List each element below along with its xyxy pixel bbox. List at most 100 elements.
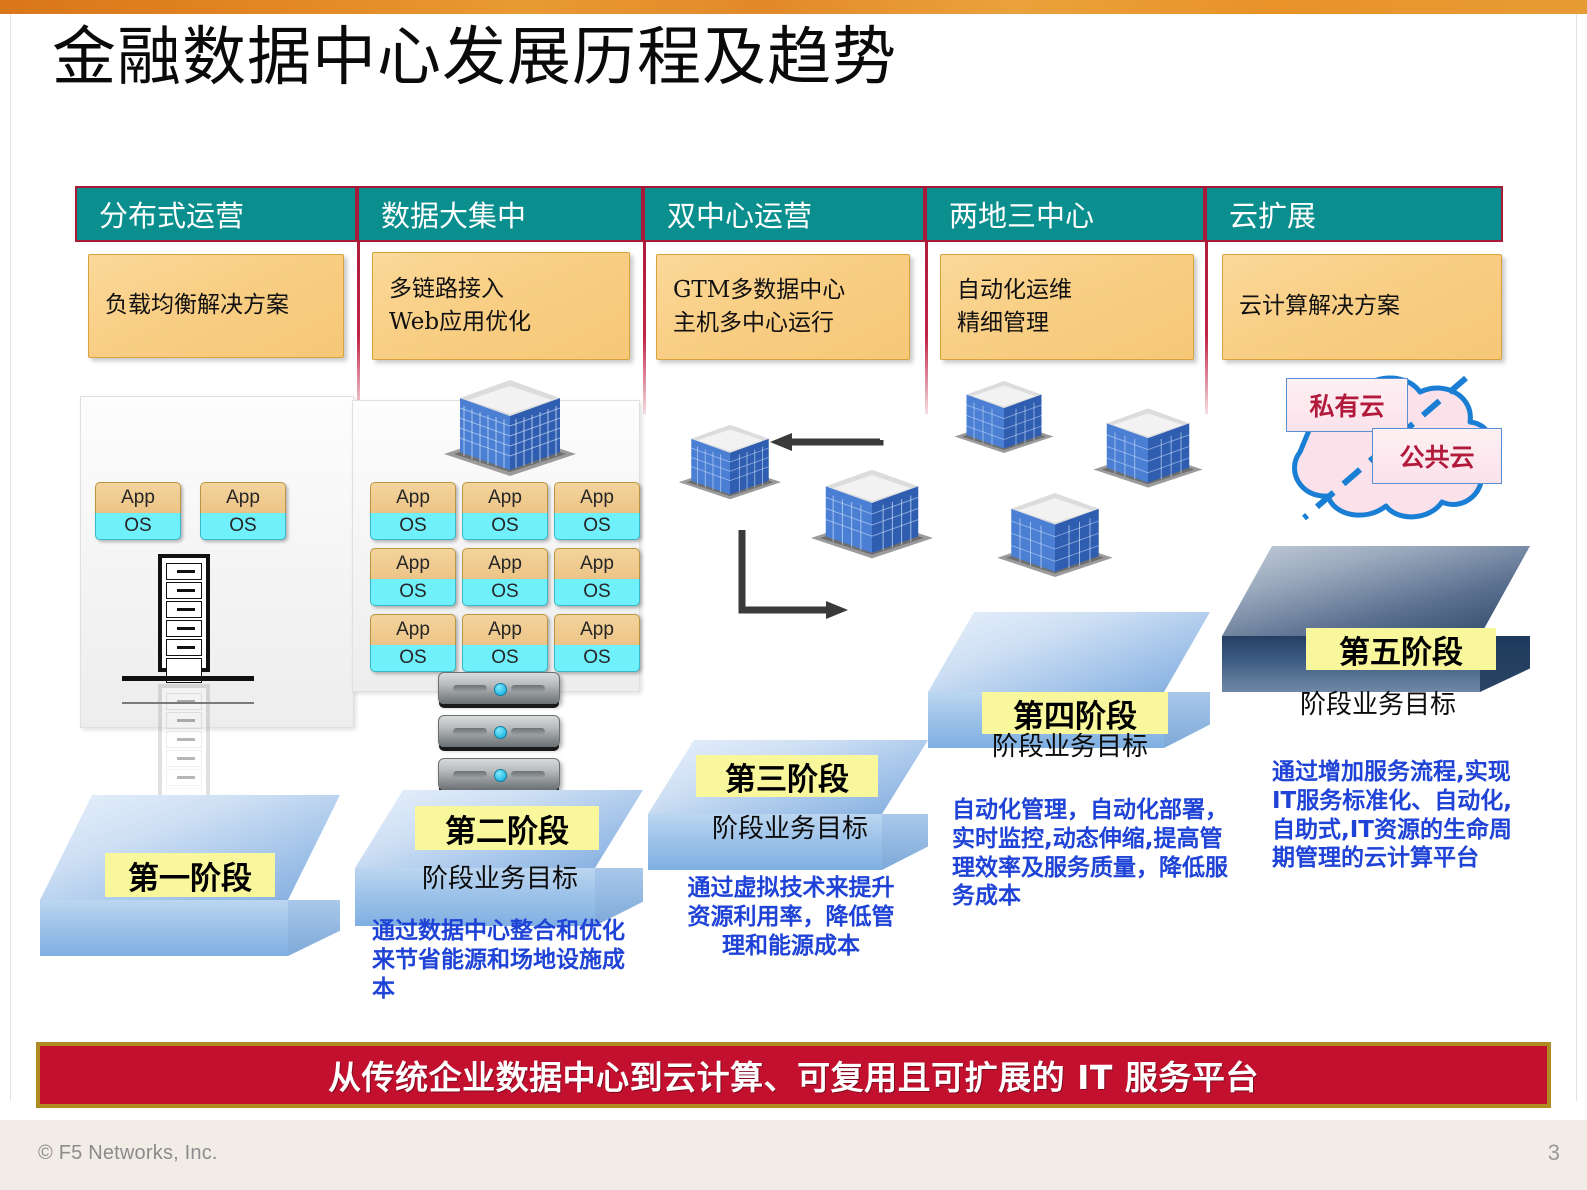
building-icon: [810, 469, 934, 559]
slide-right-border: [1576, 14, 1577, 1101]
vm-stack-c2-r3-2: App OS: [462, 614, 548, 672]
private-cloud-box: 私有云: [1286, 378, 1408, 432]
datacenter-building-c3-b: [798, 454, 946, 579]
vm-stack-c1-1: App OS: [95, 482, 181, 540]
vm-os-label: OS: [462, 579, 548, 606]
rack-slot: [166, 620, 202, 637]
rack-server-2: [438, 715, 560, 747]
vm-app-label: App: [462, 614, 548, 645]
rack-server-1: [438, 672, 560, 704]
rack-floor-line: [122, 676, 254, 681]
infra-panel-column-1: [80, 396, 354, 728]
stage-description-5: 通过增加服务流程,实现IT服务标准化、自动化,自助式,IT资源的生命周期管理的云…: [1272, 759, 1512, 872]
arrow-head-left-icon: [770, 433, 792, 451]
column-header-3-label: 双中心运营: [667, 199, 813, 233]
rack-slot: [166, 769, 202, 786]
vm-os-label: OS: [462, 513, 548, 540]
vm-stack-c2-r1-2: App OS: [462, 482, 548, 540]
stage-goal-5: 阶段业务目标: [1299, 690, 1456, 720]
rack-slot: [166, 731, 202, 748]
column-header-4-label: 两地三中心: [949, 199, 1095, 233]
solution-box-3: GTM多数据中心 主机多中心运行: [656, 254, 910, 360]
rack-slot: [166, 582, 202, 599]
rack-slot: [166, 712, 202, 729]
rack-slot: [166, 601, 202, 618]
vm-app-label: App: [200, 482, 286, 513]
vm-app-label: App: [95, 482, 181, 513]
rack-slot: [166, 750, 202, 767]
rack-slot: [166, 563, 202, 580]
vm-os-label: OS: [370, 645, 456, 672]
vm-app-label: App: [370, 548, 456, 579]
stage-platform-1: [40, 795, 340, 956]
stage-goal-4: 阶段业务目标: [991, 732, 1148, 762]
vm-app-label: App: [554, 614, 640, 645]
public-cloud-box: 公共云: [1372, 428, 1502, 484]
rack-slot: [166, 639, 202, 656]
vm-stack-c2-r2-2: App OS: [462, 548, 548, 606]
column-header-5: 云扩展: [1205, 186, 1503, 242]
vm-os-label: OS: [95, 513, 181, 540]
building-icon: [1093, 408, 1203, 488]
footer-page-number: 3: [1547, 1140, 1560, 1165]
stage-goal-2: 阶段业务目标: [421, 864, 578, 894]
building-icon: [678, 424, 782, 500]
column-header-2-label: 数据大集中: [381, 199, 527, 233]
column-header-5-label: 云扩展: [1229, 199, 1317, 233]
slide-left-border: [10, 14, 11, 1101]
column-divider-2: [643, 242, 646, 414]
arrow-head-right-icon: [826, 601, 848, 619]
column-header-1-label: 分布式运营: [99, 199, 245, 233]
solution-box-1: 负载均衡解决方案: [88, 254, 344, 358]
solution-box-4: 自动化运维 精细管理: [940, 254, 1194, 360]
vm-os-label: OS: [554, 579, 640, 606]
vm-os-label: OS: [462, 645, 548, 672]
building-icon: [954, 381, 1054, 453]
stage-description-2: 通过数据中心整合和优化来节省能源和场地设施成本: [372, 918, 625, 1002]
column-header-3: 双中心运营: [643, 186, 925, 242]
rack-server-3: [438, 758, 560, 790]
replication-arrows: [738, 433, 884, 619]
server-rack: [158, 554, 210, 683]
rack-reflection-line: [122, 702, 254, 704]
building-icon: [997, 493, 1113, 577]
column-header-4: 两地三中心: [925, 186, 1205, 242]
vm-app-label: App: [554, 482, 640, 513]
vm-os-label: OS: [200, 513, 286, 540]
page-title: 金融数据中心发展历程及趋势: [52, 21, 897, 95]
platform-side-face: [288, 900, 340, 956]
column-divider-1: [357, 242, 360, 414]
column-header-2: 数据大集中: [357, 186, 643, 242]
datacenter-building-c4-c: [985, 478, 1125, 597]
column-divider-4: [1205, 242, 1208, 414]
vm-stack-c2-r1-3: App OS: [554, 482, 640, 540]
vm-os-label: OS: [370, 513, 456, 540]
stage-description-3: 通过虚拟技术来提升资源利用率，降低管理和能源成本: [687, 875, 895, 959]
platform-front-face: [648, 814, 882, 870]
building-icon: [444, 380, 576, 476]
stage-label-3: 第三阶段: [696, 755, 878, 798]
stage-goal-3: 阶段业务目标: [711, 814, 868, 844]
vm-os-label: OS: [554, 513, 640, 540]
column-divider-3: [925, 242, 928, 414]
server-rack-body: [158, 554, 210, 683]
summary-banner: 从传统企业数据中心到云计算、可复用且可扩展的 IT 服务平台: [36, 1042, 1551, 1108]
vm-app-label: App: [462, 482, 548, 513]
datacenter-building-c2: [430, 364, 590, 497]
datacenter-building-c3-a: [668, 412, 792, 517]
vm-stack-c2-r1-1: App OS: [370, 482, 456, 540]
summary-banner-text: 从传统企业数据中心到云计算、可复用且可扩展的 IT 服务平台: [328, 1058, 1259, 1097]
datacenter-building-c4-b: [1082, 394, 1214, 507]
vm-app-label: App: [370, 614, 456, 645]
top-accent-bar: [0, 0, 1587, 14]
stage-label-2: 第二阶段: [415, 806, 599, 850]
stage-label-1: 第一阶段: [105, 853, 275, 897]
stage-platform-4: [928, 612, 1210, 748]
rack-slot: [166, 693, 202, 710]
vm-os-label: OS: [370, 579, 456, 606]
stage-label-5: 第五阶段: [1306, 628, 1496, 671]
platform-front-face: [355, 868, 595, 926]
footer-copyright: © F5 Networks, Inc.: [38, 1142, 218, 1164]
platform-top-face: [1222, 546, 1530, 636]
